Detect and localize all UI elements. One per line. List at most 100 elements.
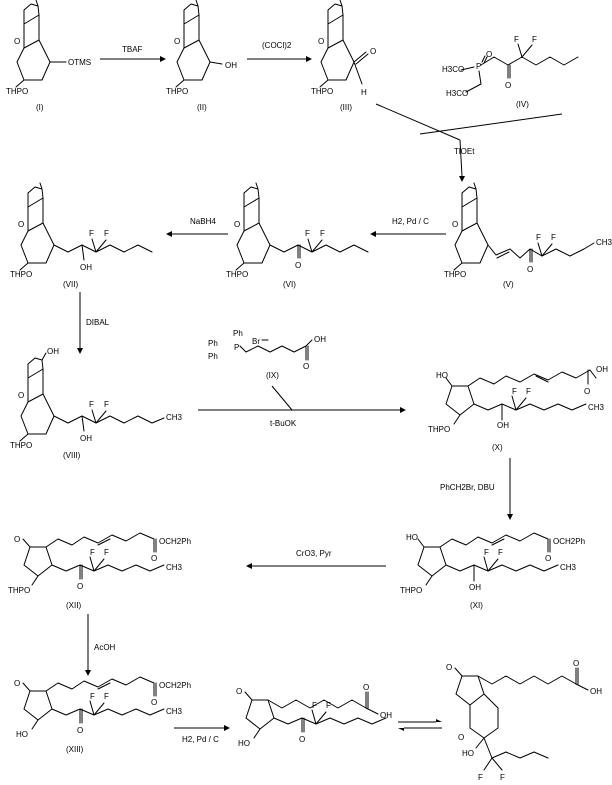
acid-oh-label: OH — [380, 711, 392, 720]
phenyl-2-label: Ph — [208, 339, 218, 348]
compound-label: (IX) — [266, 371, 279, 380]
fluorine-1-label: F — [90, 548, 95, 557]
reagent-label: NaBH4 — [190, 217, 216, 226]
phenyl-1-label: Ph — [233, 329, 243, 338]
arrow-V-to-VI: H2, Pd / C — [370, 217, 446, 237]
phosphorus-label: P — [476, 62, 481, 71]
ring-oxygen-label: O — [452, 220, 458, 229]
ester-o-label: O — [545, 554, 551, 563]
fluorine-1-label: F — [90, 692, 95, 701]
compound-label: (IV) — [516, 100, 529, 109]
fluorine-2-label: F — [320, 229, 325, 238]
fluorine-2-label: F — [104, 229, 109, 238]
acid-o-label: O — [363, 683, 369, 692]
thpo-label: THPO — [311, 87, 333, 96]
fluorine-2-label: F — [104, 692, 109, 701]
arrow-X-to-XI: PhCH2Br, DBU — [440, 458, 513, 520]
ring-oxygen-label: O — [18, 391, 24, 400]
fluorine-2-label: F — [104, 400, 109, 409]
benzyl-ester-label: OCH2Ph — [159, 537, 191, 546]
ester-o-label: O — [151, 554, 157, 563]
arrow-VIII-to-X: t-BuOK — [198, 385, 406, 428]
thpo-label: THPO — [400, 586, 422, 595]
reagent-label: TBAF — [122, 45, 143, 54]
ketone-o-label: O — [505, 81, 511, 90]
ring-ho-label: HO — [406, 533, 418, 542]
compound-XIII: O F F O CH3 OCH2Ph O HO (XIII) — [14, 676, 191, 754]
reagent-label: PhCH2Br, DBU — [440, 483, 495, 492]
ring-oxygen-label: O — [234, 220, 240, 229]
acid-oh-label: OH — [596, 365, 608, 374]
compound-label: (I) — [36, 103, 44, 112]
ester-o-label: O — [151, 698, 157, 707]
ketone-o-label: O — [527, 265, 533, 274]
reagent-label: (COCl)2 — [262, 41, 292, 50]
acid-oh-label: OH — [590, 687, 602, 696]
benzyl-ester-label: OCH2Ph — [553, 537, 585, 546]
ring-ho-label: HO — [238, 739, 250, 748]
ketone-o-label: O — [236, 687, 242, 696]
compound-X: HO F F OH CH3 OH O THPO (X) — [428, 365, 608, 452]
arrow-XIII-to-XIV: H2, Pd / C — [174, 725, 230, 744]
arrow-I-to-II: TBAF — [100, 45, 166, 62]
acid-o-label: O — [303, 362, 309, 371]
compound-label: (II) — [197, 103, 207, 112]
ring-oxygen-label: O — [174, 37, 180, 46]
methyl-label: CH3 — [166, 563, 183, 572]
ketone-o-label: O — [295, 261, 301, 270]
fluorine-2-label: F — [551, 233, 556, 242]
methyl-label: CH3 — [166, 413, 183, 422]
thpo-label: THPO — [8, 586, 30, 595]
fluorine-1-label: F — [478, 773, 483, 782]
otms-label: OTMS — [68, 58, 91, 67]
fluorine-1-label: F — [305, 229, 310, 238]
reagent-label: t-BuOK — [270, 419, 297, 428]
ring-ho-label: HO — [436, 371, 448, 380]
methoxy-2-label: H3CO — [446, 89, 468, 98]
thpo-label: THPO — [6, 87, 28, 96]
ketone-o-label: O — [446, 663, 452, 672]
reagent-label: AcOH — [94, 643, 116, 652]
ring-oxygen-label: O — [14, 37, 20, 46]
reagent-label: DIBAL — [86, 318, 110, 327]
arrow-XII-to-XIII: AcOH — [85, 614, 116, 676]
reagent-label: H2, Pd / C — [182, 735, 219, 744]
thpo-label: THPO — [10, 441, 32, 450]
methyl-label: CH3 — [166, 707, 183, 716]
benzyl-ester-label: OCH2Ph — [159, 681, 191, 690]
aldehyde-h-label: H — [361, 88, 367, 97]
compound-II: O OH THPO (II) — [166, 0, 237, 112]
hemiketal-ho-label: HO — [462, 749, 474, 758]
compound-XIV: O F F O OH O HO — [236, 683, 392, 748]
compound-label: (XI) — [470, 601, 483, 610]
thpo-label: THPO — [10, 270, 32, 279]
compound-XII: O F F O CH3 OCH2Ph O THPO (XII) — [8, 532, 191, 610]
compound-label: (VI) — [283, 280, 296, 289]
compound-XI: HO F F OH CH3 OCH2Ph O THPO (XI) — [400, 532, 585, 610]
chain-ketone-o-label: O — [299, 735, 305, 744]
fluorine-2-label: F — [526, 387, 531, 396]
compound-label: (III) — [340, 103, 352, 112]
ring-ho-label: HO — [16, 730, 28, 739]
methoxy-1-label: H3CO — [442, 65, 464, 74]
arrow-VII-to-VIII: DIBAL — [77, 292, 110, 354]
hydroxyl-label: OH — [80, 263, 92, 272]
fluorine-1-label: F — [514, 35, 519, 44]
reagent-label: CrO3, Pyr — [296, 549, 332, 558]
p-oxo-label: O — [486, 50, 492, 59]
fluorine-2-label: F — [498, 548, 503, 557]
reagent-label: TlOEt — [454, 147, 475, 156]
methyl-label: CH3 — [560, 563, 577, 572]
fluorine-1-label: F — [484, 548, 489, 557]
fluorine-2-label: F — [532, 35, 537, 44]
ring-oxygen-label: O — [318, 37, 324, 46]
fluorine-2-label: F — [500, 773, 505, 782]
arrow-XI-to-XII: CrO3, Pyr — [246, 549, 386, 569]
fluorine-1-label: F — [89, 400, 94, 409]
compound-V: O F F O CH3 THPO (V) — [444, 182, 612, 289]
phenyl-3-label: Ph — [208, 352, 218, 361]
thpo-label: THPO — [226, 270, 248, 279]
acid-o-label: O — [573, 659, 579, 668]
arrow-III-IV-to-V: TlOEt — [375, 103, 563, 182]
phosphonium-label: P — [234, 343, 239, 352]
